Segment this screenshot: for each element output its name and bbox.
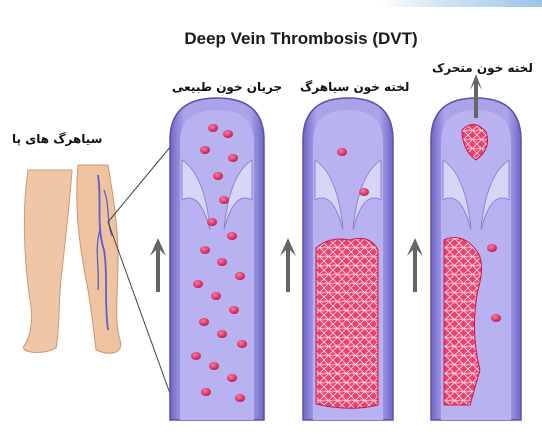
vessel-clot [303, 98, 393, 420]
label-venous-clot: لخته خون سیاهرگ [300, 80, 409, 94]
label-moving-clot: لخته خون متحرک [432, 61, 533, 75]
vessel-normal-flow [170, 98, 264, 420]
legs-illustration [23, 165, 120, 353]
vessel-moving-clot [431, 98, 521, 420]
label-leg-veins: سیاهرگ های پا [12, 132, 102, 146]
label-normal-flow: جریان خون طبیعی [172, 80, 282, 94]
